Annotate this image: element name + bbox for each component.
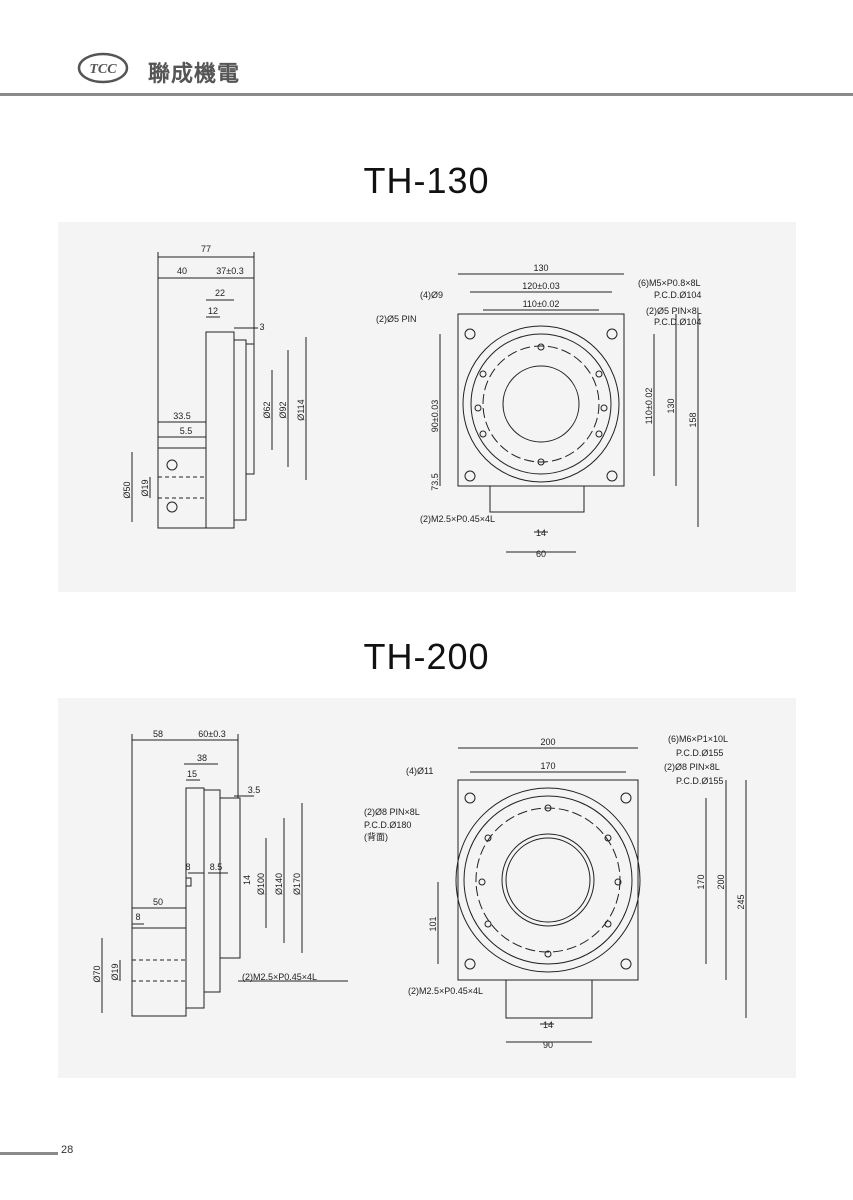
th130-dim-label: 130 [666, 398, 676, 413]
th200-dim-label: 38 [197, 753, 207, 763]
th130-dim-label: 110±0.02 [523, 299, 560, 309]
th200-note: (2)Ø8 PIN×8L [664, 762, 720, 772]
th200-dim-label: 50 [153, 897, 163, 907]
th130-note: (6)M5×P0.8×8L [638, 278, 701, 288]
page-number: 28 [61, 1144, 74, 1156]
th200-note: (2)M2.5×P0.45×4L [408, 986, 483, 996]
th200-dim-label: Ø19 [110, 963, 120, 980]
th130-dim-label: 33.5 [173, 411, 191, 421]
th200-dim-label: Ø100 [256, 873, 266, 895]
th200-note: P.C.D.Ø155 [676, 776, 723, 786]
th200-dimension-labels: 58 60±0.3 38 15 3.5 8 8.5 14 50 8 Ø70 Ø1… [92, 729, 746, 1050]
th200-dim-label: 101 [428, 916, 438, 931]
th200-note: (6)M6×P1×10L [668, 734, 728, 744]
th130-dim-label: 90±0.03 [430, 400, 440, 432]
th200-dim-label: Ø70 [92, 965, 102, 982]
th200-dim-label: 14 [543, 1020, 553, 1030]
th200-note: P.C.D.Ø180 [364, 820, 411, 830]
technical-drawing-th200: 58 60±0.3 38 15 3.5 8 8.5 14 50 8 Ø70 Ø1… [92, 729, 747, 1050]
th200-dim-label: 170 [696, 874, 706, 889]
th130-note: (2)Ø5 PIN [376, 314, 417, 324]
th130-dim-label: 40 [177, 266, 187, 276]
th130-callout-notes: (4)Ø9 (2)Ø5 PIN (6)M5×P0.8×8L P.C.D.Ø104… [376, 278, 702, 524]
th200-dim-label: 58 [153, 729, 163, 739]
model-title-th130: TH-130 [363, 160, 490, 201]
brand-name: 聯成機電 [148, 62, 241, 87]
th130-dim-label: 3 [259, 322, 264, 332]
company-logo-icon: TCC [77, 52, 129, 84]
th200-note: (4)Ø11 [406, 766, 433, 776]
th200-dim-label: 8 [185, 862, 190, 872]
th130-dim-label: 5.5 [180, 426, 193, 436]
th200-dim-label: 8 [135, 912, 140, 922]
th130-note: (2)Ø5 PIN×8L [646, 306, 702, 316]
th200-dim-label: 3.5 [248, 785, 261, 795]
th130-dim-label: 22 [215, 288, 225, 298]
th200-dim-label: 90 [543, 1040, 553, 1050]
th130-note: P.C.D.Ø104 [654, 317, 701, 327]
footer-divider [0, 1152, 58, 1155]
th200-dim-label: 170 [540, 761, 555, 771]
th130-dim-label: 37±0.3 [216, 266, 243, 276]
page-header: TCC 聯成機電 [0, 0, 853, 98]
th200-note: (2)Ø8 PIN×8L [364, 807, 420, 817]
header-divider [0, 93, 853, 96]
th130-dim-label: Ø19 [140, 479, 150, 496]
th200-dim-label: 245 [736, 894, 746, 909]
th130-dim-label: 120±0.03 [522, 281, 559, 291]
th200-dim-label: 8.5 [210, 862, 223, 872]
th200-dim-label: Ø140 [274, 873, 284, 895]
th130-dim-label: 14 [536, 528, 546, 538]
technical-drawing-th130: 77 40 37±0.3 22 12 3 33.5 5.5 Ø50 Ø19 Ø6… [122, 244, 702, 559]
th130-dim-label: Ø92 [278, 401, 288, 418]
th130-dim-label: Ø62 [262, 401, 272, 418]
th200-dim-label: Ø170 [292, 873, 302, 895]
th130-dim-label: 110±0.02 [644, 388, 654, 425]
th130-dim-label: 60 [536, 549, 546, 559]
th130-dimension-labels: 77 40 37±0.3 22 12 3 33.5 5.5 Ø50 Ø19 Ø6… [122, 244, 698, 559]
th130-dim-label: 77 [201, 244, 211, 254]
drawing-panel-th130: 77 40 37±0.3 22 12 3 33.5 5.5 Ø50 Ø19 Ø6… [58, 222, 796, 592]
th200-note: (背面) [364, 831, 388, 842]
th200-dim-label: 60±0.3 [198, 729, 225, 739]
logo-mark: TCC [89, 62, 117, 77]
th130-dim-label: Ø114 [296, 399, 306, 420]
th200-callout-notes: (2)M2.5×P0.45×4L (4)Ø11 (2)Ø8 PIN×8L P.C… [242, 734, 728, 996]
th130-dim-label: 12 [208, 306, 218, 316]
th200-note: P.C.D.Ø155 [676, 748, 723, 758]
drawing-panel-th200: 58 60±0.3 38 15 3.5 8 8.5 14 50 8 Ø70 Ø1… [58, 698, 796, 1078]
th200-dim-label: 14 [242, 875, 252, 885]
th130-note: (4)Ø9 [420, 290, 443, 300]
th130-dim-label: 130 [533, 263, 548, 273]
th200-dim-label: 200 [540, 737, 555, 747]
model-title-th200: TH-200 [363, 636, 490, 677]
th130-dim-label: Ø50 [122, 481, 132, 498]
th130-dim-label: 158 [688, 412, 698, 427]
th200-note: (2)M2.5×P0.45×4L [242, 972, 317, 982]
th130-dim-label: 73.5 [430, 473, 440, 491]
th130-note: P.C.D.Ø104 [654, 290, 701, 300]
th200-dim-label: 200 [716, 874, 726, 889]
th130-note: (2)M2.5×P0.45×4L [420, 514, 495, 524]
th200-dim-label: 15 [187, 769, 197, 779]
